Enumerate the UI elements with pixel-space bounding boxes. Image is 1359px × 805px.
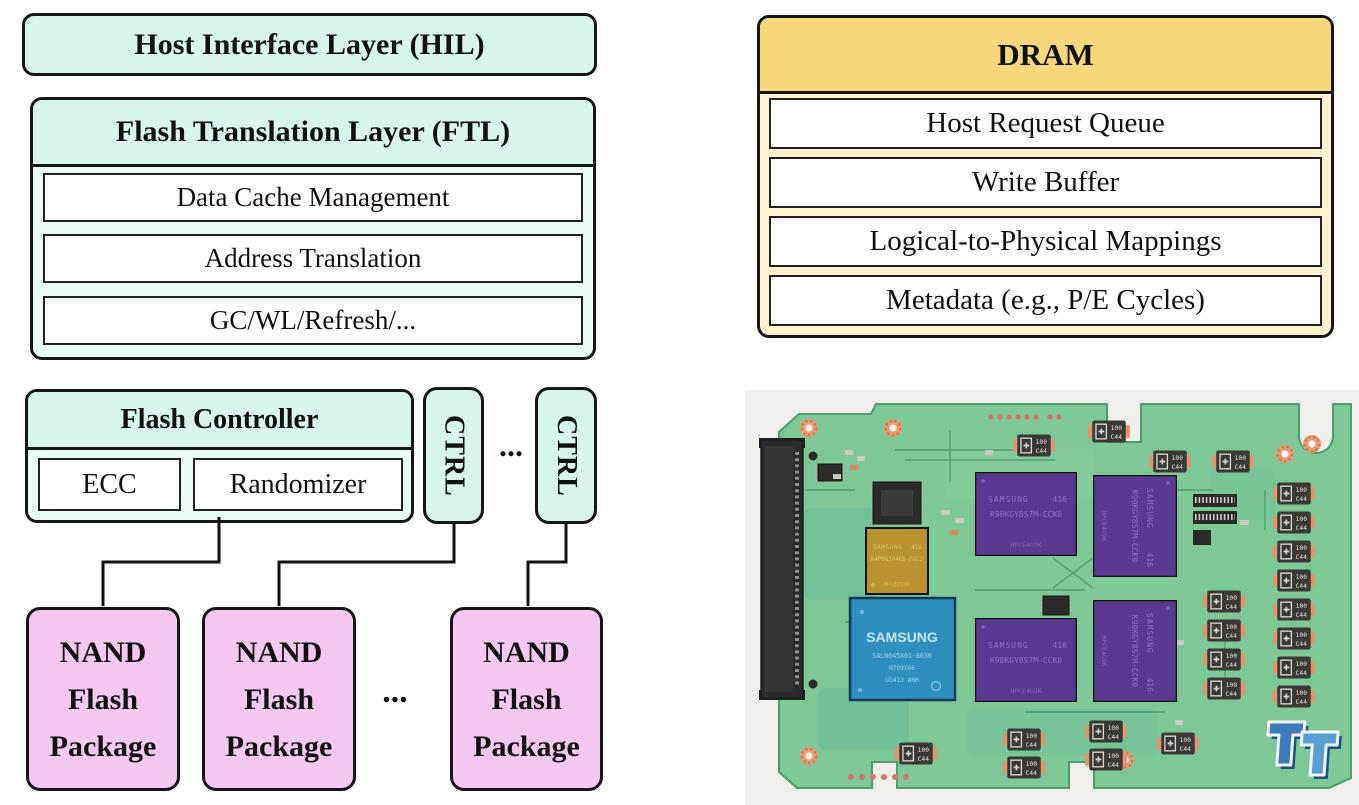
nand-chip-1 — [975, 472, 1077, 556]
capacitor — [895, 742, 937, 765]
channel-ctrl-ellipsis: ... — [499, 427, 523, 463]
connector-line-ctrl2-to-nand3 — [526, 521, 568, 606]
connector-line-ctrl1-to-nand2 — [277, 521, 456, 606]
capacitor — [1085, 748, 1127, 771]
dram-chip-grade-label: 416 — [911, 544, 922, 551]
randomizer-module-box: Randomizer — [193, 458, 403, 511]
ssd-pcb-photo: 100 C44 SAMSUNG 416 K90KGY8S7M-CCK0 HPCE… — [745, 390, 1359, 805]
capacitor — [1085, 720, 1127, 743]
sata-connector — [759, 438, 818, 700]
channel-ctrl-box-1: CTRL — [423, 387, 484, 524]
nand3-line3: Package — [473, 729, 580, 763]
nand2-line1: NAND — [235, 635, 323, 669]
flash-controller-title: Flash Controller — [28, 392, 411, 450]
capacitor — [1157, 732, 1199, 755]
capacitor — [1003, 756, 1045, 779]
capacitor — [1273, 569, 1315, 592]
resistor-arrays — [1193, 494, 1237, 545]
nand-chip-4 — [1093, 600, 1177, 702]
capacitor — [1273, 482, 1315, 505]
capacitor — [1203, 590, 1245, 613]
nand-package-box-2: NAND Flash Package — [202, 607, 356, 791]
capacitor — [1003, 728, 1045, 751]
controller-chip-part-label: S4LN045X01-8030 — [872, 652, 932, 660]
channel-ctrl-box-2: CTRL — [535, 387, 597, 524]
hil-title: Host Interface Layer (HIL) — [134, 27, 485, 61]
nand-package-box-1: NAND Flash Package — [26, 607, 180, 791]
dram-chip-part-label: K4P8G304EB-FGC2 — [871, 557, 923, 563]
nand1-line3: Package — [49, 729, 157, 763]
capacitor — [1273, 511, 1315, 534]
channel-ctrl-label-1: CTRL — [438, 414, 470, 497]
capacitor — [1203, 677, 1245, 700]
capacitor — [1013, 434, 1055, 457]
ftl-title: Flash Translation Layer (FTL) — [33, 100, 593, 167]
dram-chip-lot-label: HPCE739V — [884, 582, 911, 588]
nand1-line2: Flash — [67, 682, 139, 716]
capacitor — [1273, 540, 1315, 563]
nand-chip-3 — [975, 618, 1077, 702]
ftl-box: Flash Translation Layer (FTL) Data Cache… — [30, 97, 596, 360]
capacitor — [1273, 685, 1315, 708]
dram-row-l2p-mappings: Logical-to-Physical Mappings — [769, 216, 1322, 267]
connector-lines — [101, 517, 568, 606]
nand3-line1: NAND — [483, 635, 570, 669]
dram-box: DRAM Host Request Queue Write Buffer Log… — [757, 15, 1334, 338]
ftl-row-address-translation: Address Translation — [43, 234, 583, 283]
nand2-line3: Package — [225, 729, 333, 763]
qfn-chip — [871, 480, 923, 526]
controller-chip-line2-label: N799X66 — [889, 665, 915, 672]
controller-chip-brand-label: SAMSUNG — [866, 629, 938, 645]
nand1-line1: NAND — [59, 635, 147, 669]
capacitor — [1149, 450, 1191, 473]
nand-chip-2 — [1093, 475, 1177, 577]
dram-row-metadata: Metadata (e.g., P/E Cycles) — [769, 275, 1322, 326]
nand3-line2: Flash — [491, 682, 562, 716]
dram-chip-brand-label: SAMSUNG — [873, 544, 903, 551]
dram-title: DRAM — [760, 18, 1331, 94]
dram-chip: SAMSUNG 416 K4P8G304EB-FGC2 HPCE739V — [865, 527, 929, 595]
channel-ctrl-label-2: CTRL — [551, 414, 582, 497]
soic8-chip — [1040, 595, 1072, 616]
connector-line-controller-to-nand1 — [101, 517, 221, 606]
controller-chip: SAMSUNG S4LN045X01-8030 N799X66 U1413 AR… — [848, 596, 957, 702]
dram-row-write-buffer: Write Buffer — [769, 157, 1322, 208]
ftl-row-data-cache-management: Data Cache Management — [43, 173, 583, 222]
capacitor — [1212, 450, 1254, 473]
nand-package-box-3: NAND Flash Package — [450, 607, 603, 791]
capacitor — [1273, 656, 1315, 679]
tweaktown-logo — [1266, 720, 1342, 779]
capacitor — [1273, 627, 1315, 650]
ecc-module-box: ECC — [38, 458, 181, 511]
capacitor — [1203, 619, 1245, 642]
flash-controller-box: Flash Controller ECC Randomizer — [25, 389, 414, 523]
fiducial-dots — [848, 414, 1062, 780]
hil-box: Host Interface Layer (HIL) — [22, 13, 597, 76]
capacitor — [1273, 598, 1315, 621]
nand-ellipsis: ... — [382, 673, 408, 710]
nand2-line2: Flash — [243, 682, 315, 716]
capacitor — [1203, 648, 1245, 671]
ftl-row-gc-wl-refresh: GC/WL/Refresh/... — [43, 296, 583, 345]
controller-chip-line3-label: U1413 ARM — [885, 677, 919, 684]
dram-row-host-request-queue: Host Request Queue — [769, 98, 1322, 149]
capacitor — [1088, 420, 1130, 443]
